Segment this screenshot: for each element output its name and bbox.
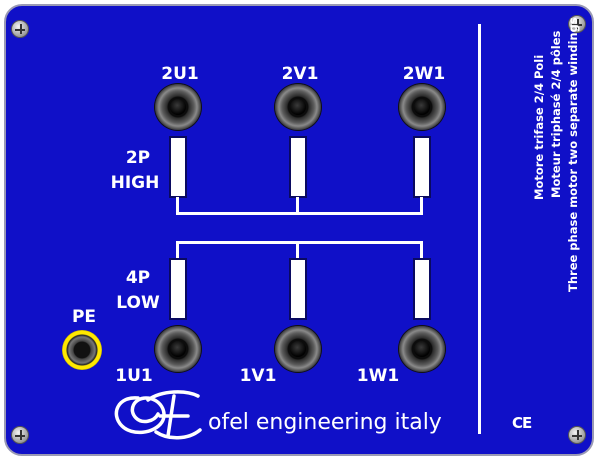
resistor-icon — [413, 136, 431, 198]
high-poles-label: 2P — [125, 148, 151, 168]
socket-1v1[interactable] — [275, 326, 321, 372]
terminal-label-2w1: 2W1 — [402, 64, 446, 84]
high-speed-label: HIGH — [110, 173, 160, 193]
wire — [296, 241, 299, 261]
divider — [478, 24, 481, 434]
wire — [420, 241, 423, 261]
star-point-high — [176, 212, 423, 215]
screw-icon — [568, 426, 586, 444]
low-poles-label: 4P — [125, 268, 151, 288]
terminal-label-1w1: 1W1 — [356, 366, 400, 386]
resistor-icon — [413, 258, 431, 320]
terminal-panel — [4, 4, 594, 456]
pe-label: PE — [71, 307, 97, 327]
terminal-label-2u1: 2U1 — [161, 64, 199, 84]
wire — [176, 197, 179, 215]
star-point-low — [176, 241, 423, 244]
wire — [296, 197, 299, 215]
screw-icon — [11, 20, 29, 38]
side-text-italian: Motore trifase 2/4 Poli — [532, 54, 546, 200]
socket-1w1[interactable] — [399, 326, 445, 372]
resistor-icon — [289, 136, 307, 198]
socket-1u1[interactable] — [155, 326, 201, 372]
ce-mark-icon: CE — [512, 414, 532, 432]
resistor-icon — [289, 258, 307, 320]
side-text-french: Moteur triphasé 2/4 pôles — [549, 30, 563, 198]
socket-2u1[interactable] — [155, 84, 201, 130]
terminal-label-1v1: 1V1 — [239, 366, 277, 386]
company-logo-icon — [114, 390, 202, 440]
wire — [420, 197, 423, 215]
resistor-icon — [169, 258, 187, 320]
resistor-icon — [169, 136, 187, 198]
terminal-label-2v1: 2V1 — [281, 64, 319, 84]
ground-socket-icon[interactable] — [62, 330, 102, 370]
socket-2w1[interactable] — [399, 84, 445, 130]
low-speed-label: LOW — [116, 293, 160, 313]
terminal-label-1u1: 1U1 — [115, 366, 153, 386]
socket-2v1[interactable] — [275, 84, 321, 130]
wire — [176, 241, 179, 261]
side-text-english: Three phase motor two separate windings — [566, 17, 580, 292]
brand-name: ofel engineering italy — [208, 410, 442, 435]
screw-icon — [11, 426, 29, 444]
screw-icon — [568, 15, 586, 33]
